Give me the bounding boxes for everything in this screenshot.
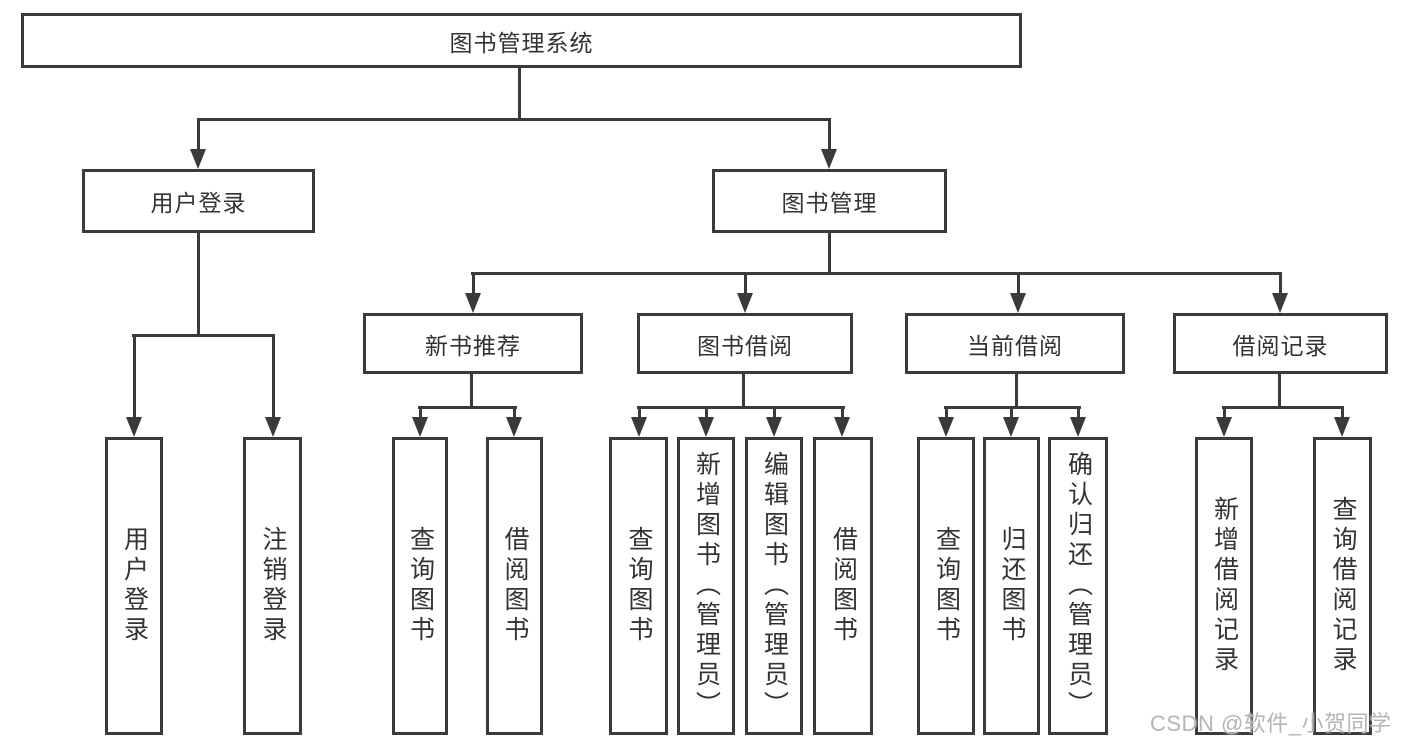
arrow-leaf <box>631 409 648 437</box>
arrow-to-logout-leaf <box>265 337 282 437</box>
connector-root-trunk <box>518 68 521 120</box>
arrowhead-icon <box>631 417 647 437</box>
csdn-watermark: CSDN @软件_小贺同学 <box>1150 711 1392 736</box>
arrow-leaf <box>766 409 783 437</box>
arrow-to-user-login <box>190 121 207 169</box>
leaf-query-borrow-record: 查询借阅记录 <box>1313 437 1372 735</box>
arrow-leaf <box>834 409 851 437</box>
leaf-borrow-books-recommend: 借阅图书 <box>486 437 543 735</box>
arrow-to-book-borrow <box>737 275 754 313</box>
leaf-query-books-borrow: 查询图书 <box>609 437 668 735</box>
leaf-query-books-recommend: 查询图书 <box>392 437 448 735</box>
leaf-add-books-admin: 新增图书（管理员） <box>677 437 735 735</box>
connector-current-borrow-trunk <box>1015 374 1018 408</box>
arrowhead-icon <box>1003 417 1019 437</box>
node-book-mgmt: 图书管理 <box>712 169 947 233</box>
arrow-leaf <box>506 409 523 437</box>
node-root-library-system: 图书管理系统 <box>21 13 1022 68</box>
arrow-leaf <box>1334 409 1351 437</box>
leaf-return-books: 归还图书 <box>983 437 1040 735</box>
arrow-to-book-mgmt <box>821 121 838 169</box>
arrowhead-icon <box>938 417 954 437</box>
node-current-borrow: 当前借阅 <box>905 313 1125 374</box>
node-book-borrow: 图书借阅 <box>637 313 853 374</box>
leaf-logout: 注销登录 <box>243 437 302 735</box>
connector-borrow-records-trunk <box>1278 374 1281 408</box>
arrow-leaf <box>412 409 429 437</box>
leaf-user-login: 用户登录 <box>105 437 163 735</box>
connector-book-borrow-split <box>637 406 845 409</box>
arrowhead-icon <box>834 417 850 437</box>
arrowhead-icon <box>1334 417 1350 437</box>
arrowhead-icon <box>465 293 481 313</box>
arrow-to-current-borrow <box>1010 275 1027 313</box>
arrowhead-icon <box>1010 293 1026 313</box>
leaf-borrow-books: 借阅图书 <box>813 437 873 735</box>
connector-current-borrow-split <box>944 406 1081 409</box>
connector-new-book-split <box>418 406 517 409</box>
connector-borrow-records-split <box>1222 406 1344 409</box>
connector-level3-split <box>471 272 1282 275</box>
arrowhead-icon <box>698 417 714 437</box>
arrow-leaf <box>938 409 955 437</box>
leaf-query-books-current: 查询图书 <box>917 437 975 735</box>
leaf-confirm-return-admin: 确认归还（管理员） <box>1048 437 1108 735</box>
arrow-to-borrow-records <box>1272 275 1289 313</box>
arrowhead-icon <box>821 149 837 169</box>
arrowhead-icon <box>1216 417 1232 437</box>
arrow-leaf <box>1003 409 1020 437</box>
arrowhead-icon <box>737 293 753 313</box>
arrow-to-user-login-leaf <box>126 337 143 437</box>
connector-book-borrow-trunk <box>742 374 745 408</box>
node-new-book-recommend: 新书推荐 <box>363 313 583 374</box>
connector-book-mgmt-trunk <box>828 233 831 274</box>
arrow-to-new-book <box>465 275 482 313</box>
arrowhead-icon <box>412 417 428 437</box>
arrowhead-icon <box>1272 293 1288 313</box>
connector-new-book-trunk <box>470 374 473 408</box>
arrow-leaf <box>698 409 715 437</box>
leaf-add-borrow-record: 新增借阅记录 <box>1195 437 1253 735</box>
arrowhead-icon <box>126 417 142 437</box>
arrowhead-icon <box>766 417 782 437</box>
arrowhead-icon <box>506 417 522 437</box>
connector-user-login-trunk <box>197 233 200 336</box>
node-user-login: 用户登录 <box>82 169 315 233</box>
leaf-edit-books-admin: 编辑图书（管理员） <box>745 437 803 735</box>
connector-user-login-split <box>132 334 275 337</box>
arrow-leaf <box>1216 409 1233 437</box>
arrowhead-icon <box>190 149 206 169</box>
node-borrow-records: 借阅记录 <box>1173 313 1388 374</box>
arrow-leaf <box>1070 409 1087 437</box>
arrowhead-icon <box>265 417 281 437</box>
connector-level1-split <box>197 118 831 121</box>
arrowhead-icon <box>1070 417 1086 437</box>
